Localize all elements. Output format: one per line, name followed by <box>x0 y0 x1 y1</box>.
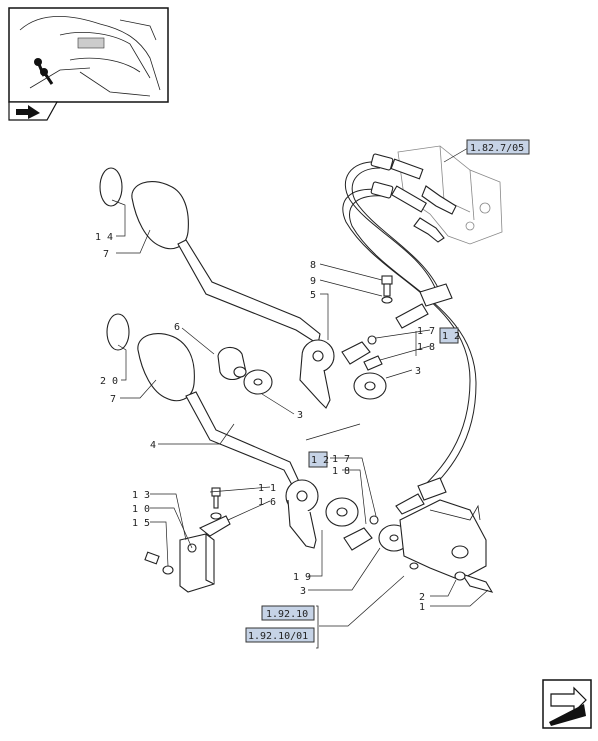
arrow-back-icon[interactable] <box>8 101 59 121</box>
callout-10: 1 0 <box>132 504 150 515</box>
clevis-lower <box>343 515 379 551</box>
callout-3a: 3 <box>415 366 421 377</box>
ref-1-82-7-05[interactable]: 1.82.7/05 <box>466 139 530 155</box>
callout-19: 1 9 <box>293 572 311 583</box>
lower-gear-lever[interactable] <box>106 313 319 549</box>
svg-text:1 2: 1 2 <box>311 455 329 466</box>
cable-bracket <box>399 499 494 593</box>
callout-15: 1 5 <box>132 518 150 529</box>
callout-13: 1 3 <box>132 490 150 501</box>
control-cables <box>342 153 477 515</box>
callout-5: 5 <box>310 290 316 301</box>
ref-12-upper[interactable]: 1 2 <box>439 327 460 344</box>
callout-14: 1 4 <box>95 232 113 243</box>
callout-7b: 7 <box>110 394 116 405</box>
bolt-8 <box>381 275 393 304</box>
callout-18a: 1 8 <box>417 342 435 353</box>
neutral-switch <box>144 515 231 593</box>
callout-16: 1 6 <box>258 497 276 508</box>
callout-17b: 1 7 <box>332 454 350 465</box>
svg-text:1.82.7/05: 1.82.7/05 <box>470 143 524 154</box>
leader-lines <box>111 147 489 627</box>
svg-text:1 2: 1 2 <box>442 331 460 342</box>
svg-text:1.92.10: 1.92.10 <box>266 609 308 620</box>
callout-1: 1 <box>419 602 425 613</box>
callout-8: 8 <box>310 260 316 271</box>
callout-2: 2 <box>419 592 425 603</box>
callout-numbers: 1 4 7 2 0 7 6 8 9 5 1 7 1 8 3 3 4 1 7 1 … <box>95 232 435 613</box>
callout-7a: 7 <box>103 249 109 260</box>
callout-6: 6 <box>174 322 180 333</box>
knob-adapter <box>217 346 247 381</box>
callout-17a: 1 7 <box>417 326 435 337</box>
callout-11: 1 1 <box>258 483 276 494</box>
locator-thumbnail[interactable] <box>8 7 169 103</box>
callout-3b: 3 <box>297 410 303 421</box>
ref-1-92-10[interactable]: 1.92.10 <box>261 605 315 621</box>
svg-text:1.92.10/01: 1.92.10/01 <box>248 631 308 642</box>
callout-9: 9 <box>310 276 316 287</box>
control-valve-housing <box>397 145 503 245</box>
arrow-next-icon[interactable] <box>542 679 592 729</box>
callout-3c: 3 <box>300 586 306 597</box>
callout-20: 2 0 <box>100 376 118 387</box>
clevis-upper <box>341 335 383 371</box>
callout-4: 4 <box>150 440 156 451</box>
callout-18b: 1 8 <box>332 466 350 477</box>
upper-gear-lever[interactable] <box>99 167 335 409</box>
ref-1-92-10-01[interactable]: 1.92.10/01 <box>245 627 315 643</box>
ref-12-lower[interactable]: 1 2 <box>308 451 329 468</box>
